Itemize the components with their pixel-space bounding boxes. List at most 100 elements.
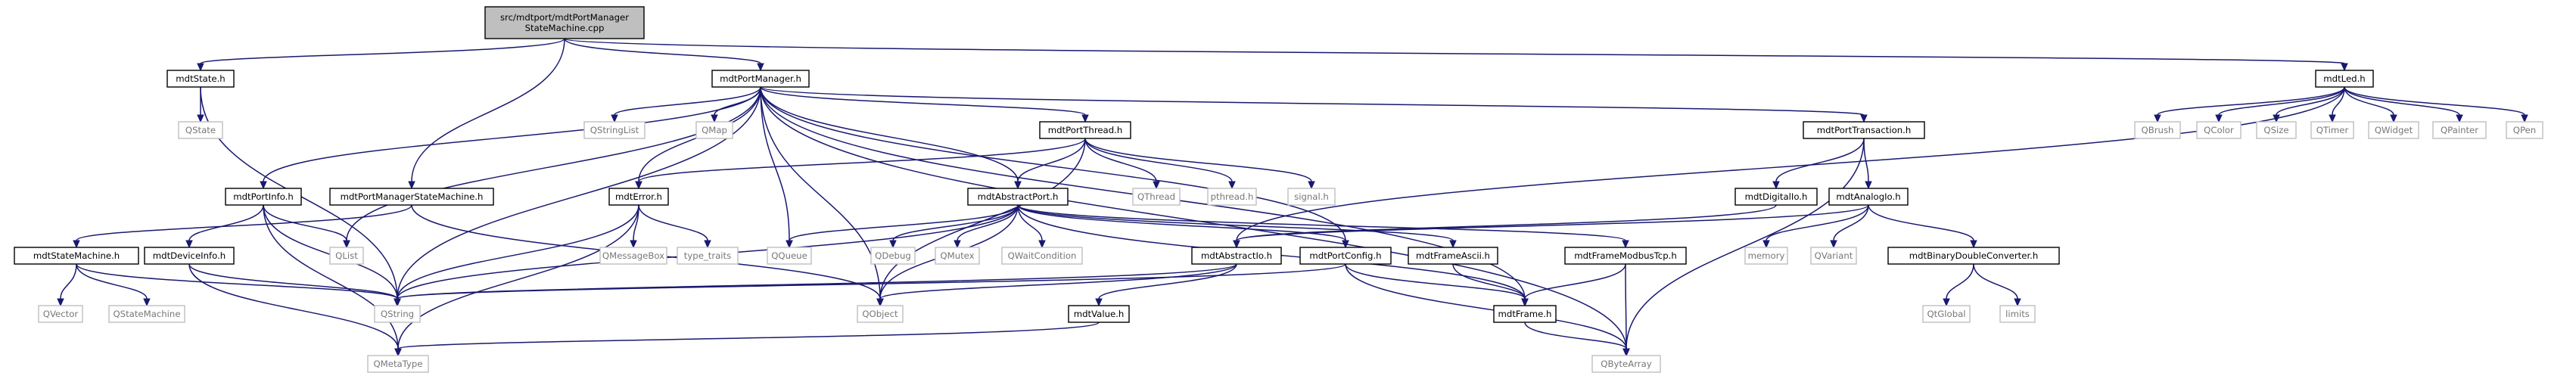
node-QStringList[interactable]: QStringList [583,121,646,139]
node-QWaitCondition[interactable]: QWaitCondition [1001,247,1083,265]
node-label: QByteArray [1601,359,1651,369]
node-mdtPortInfo[interactable]: mdtPortInfo.h [225,188,302,206]
node-mdtValue[interactable]: mdtValue.h [1068,305,1130,323]
node-mdtPortThread[interactable]: mdtPortThread.h [1039,121,1131,139]
edge-mdtError-to-type_traits [638,204,711,249]
node-QSize[interactable]: QSize [2256,121,2297,139]
edge-mdtLed-to-QPen [2344,86,2528,123]
node-root[interactable]: src/mdtport/mdtPortManagerStateMachine.c… [484,6,645,39]
edge-mdtPortManager-to-mdtPortThread [760,86,1089,123]
node-box [870,247,916,265]
edge-mdtStateMachine-to-QStateMachine [76,263,151,307]
edge-mdtAbstractPort-to-QDebug [889,204,1019,249]
node-mdtDigitalIo[interactable]: mdtDigitalIo.h [1734,188,1818,206]
node-mdtPortManager[interactable]: mdtPortManager.h [711,70,810,88]
nodes-layer: src/mdtport/mdtPortManagerStateMachine.c… [14,6,2543,373]
edge-line [1017,204,1043,241]
node-label: QMutex [940,250,974,261]
node-box [1999,305,2036,323]
node-label: mdtPortThread.h [1048,125,1123,135]
node-mdtAbstractIo[interactable]: mdtAbstractIo.h [1191,247,1282,265]
edge-mdtAbstractPort-to-QMutex [954,204,1019,249]
edge-arrowhead [1865,181,1872,190]
node-signal[interactable]: signal.h [1287,188,1336,206]
node-box [857,305,904,323]
edge-mdtLed-to-QPainter [2344,86,2463,123]
node-QList[interactable]: QList [329,247,364,265]
edge-line [879,138,1086,300]
edge-mdtPortThread-to-signal [1084,138,1315,190]
node-label: signal.h [1294,191,1329,202]
node-label: QTimer [2316,125,2349,135]
edge-mdtFrame-to-QByteArray [1524,322,1630,357]
node-QVector[interactable]: QVector [38,305,83,323]
edge-mdtFrameModbusTcp-to-QByteArray [1622,263,1630,357]
node-QString[interactable]: QString [374,305,421,323]
node-QPainter[interactable]: QPainter [2432,121,2487,139]
edge-mdtLed-to-QWidget [2344,86,2397,123]
node-QStateMachine[interactable]: QStateMachine [108,305,185,323]
node-type_traits[interactable]: type_traits [677,247,739,265]
edge-line [1524,322,1627,349]
edge-arrowhead [1038,240,1046,249]
edge-arrowhead [260,181,267,190]
edge-mdtStateMachine-to-QString [76,263,401,307]
node-mdtState[interactable]: mdtState.h [166,70,235,88]
node-label: mdtDeviceInfo.h [153,250,226,261]
node-label: mdtError.h [615,191,662,202]
node-box [374,305,421,323]
node-box [583,121,646,139]
node-QVariant[interactable]: QVariant [1810,247,1857,265]
edge-line [2344,86,2460,116]
node-QBrush[interactable]: QBrush [2134,121,2181,139]
node-mdtLed[interactable]: mdtLed.h [2315,70,2374,88]
node-mdtPortTransaction[interactable]: mdtPortTransaction.h [1803,121,1925,139]
node-mdtFrame[interactable]: mdtFrame.h [1493,305,1557,323]
node-mdtBinaryDoubleConverter[interactable]: mdtBinaryDoubleConverter.h [1887,247,2060,265]
node-QThread[interactable]: QThread [1132,188,1181,206]
node-box [608,188,669,206]
node-QObject[interactable]: QObject [857,305,904,323]
node-mdtStateMachine[interactable]: mdtStateMachine.h [14,247,139,265]
node-QPen[interactable]: QPen [2506,121,2543,139]
edge-mdtAbstractPort-to-mdtFrameModbusTcp [1017,204,1629,249]
node-mdtFrameModbusTcp[interactable]: mdtFrameModbusTcp.h [1564,247,1687,265]
node-QMap[interactable]: QMap [695,121,733,139]
node-mdtAbstractPort[interactable]: mdtAbstractPort.h [967,188,1069,206]
node-QByteArray[interactable]: QByteArray [1591,355,1661,373]
node-QtGlobal[interactable]: QtGlobal [1922,305,1971,323]
node-QTimer[interactable]: QTimer [2310,121,2354,139]
node-QMessageBox[interactable]: QMessageBox [599,247,667,265]
edge-line [614,86,761,116]
node-pthread[interactable]: pthread.h [1207,188,1257,206]
node-mdtAnalogIo[interactable]: mdtAnalogIo.h [1828,188,1909,206]
edge-mdtFrameAscii-to-mdtFrame [1452,263,1529,307]
node-mdtPortManagerStateMachine[interactable]: mdtPortManagerStateMachine.h [329,188,494,206]
edge-line [760,86,790,241]
edge-mdtAnalogIo-to-mdtAbstractIo [1233,204,1869,249]
node-QState[interactable]: QState [178,121,223,139]
node-QColor[interactable]: QColor [2196,121,2242,139]
node-mdtPortConfig[interactable]: mdtPortConfig.h [1299,247,1392,265]
node-box [1734,188,1818,206]
node-box [225,188,302,206]
node-QDebug[interactable]: QDebug [870,247,916,265]
node-QMetaType[interactable]: QMetaType [367,355,429,373]
edge-arrowhead [1095,298,1103,307]
edge-mdtAbstractIo-to-mdtValue [1095,263,1237,307]
edge-mdtPortInfo-to-mdtDeviceInfo [185,204,264,249]
edge-mdtError-to-QMetaType [394,204,639,357]
node-label: memory [1748,250,1785,261]
edge-mdtAnalogIo-to-mdtBinaryDoubleConverter [1868,204,1977,249]
node-mdtError[interactable]: mdtError.h [608,188,669,206]
node-QMutex[interactable]: QMutex [935,247,980,265]
node-mdtDeviceInfo[interactable]: mdtDeviceInfo.h [144,247,235,265]
node-limits[interactable]: limits [1999,305,2036,323]
node-memory[interactable]: memory [1744,247,1788,265]
node-label: QList [335,250,358,261]
edge-arrowhead [704,240,711,249]
node-QWidget[interactable]: QWidget [2368,121,2419,139]
node-mdtFrameAscii[interactable]: mdtFrameAscii.h [1408,247,1498,265]
node-QQueue[interactable]: QQueue [767,247,812,265]
edge-arrowhead [2215,114,2223,123]
